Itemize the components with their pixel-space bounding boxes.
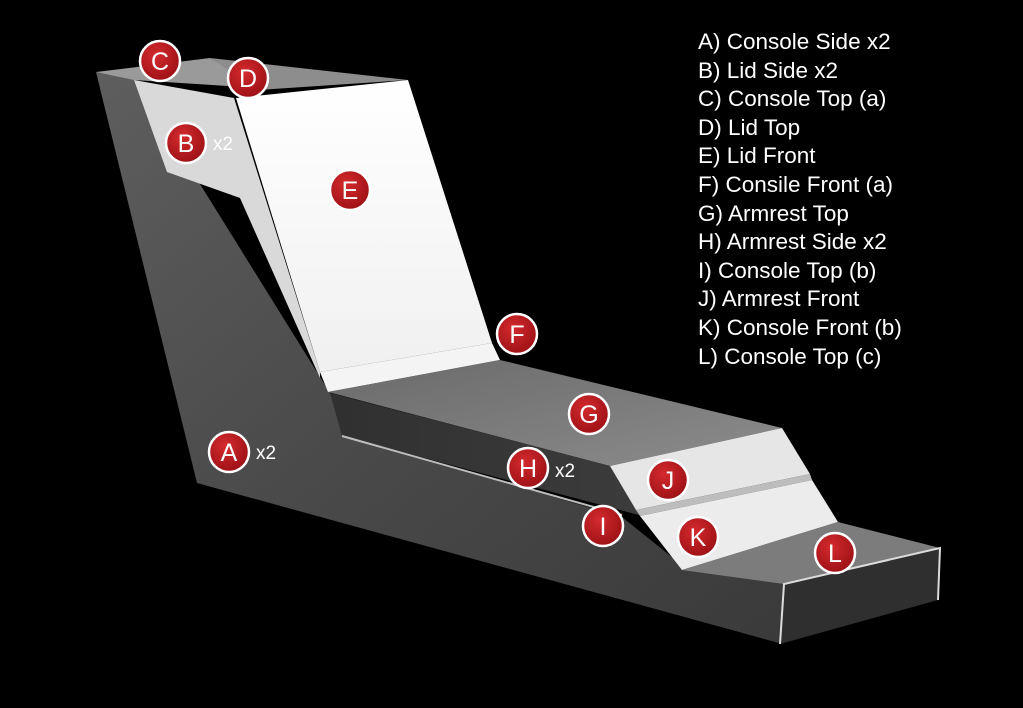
legend-item: H) Armrest Side x2 (698, 229, 887, 255)
marker-k: K (676, 515, 720, 559)
marker-g: G (567, 392, 611, 436)
legend-item: I) Console Top (b) (698, 257, 877, 283)
marker-b: B x2 (164, 121, 233, 165)
legend-item: B) Lid Side x2 (698, 57, 839, 83)
svg-text:x2: x2 (256, 443, 276, 464)
svg-text:F: F (509, 321, 524, 349)
edge-highlight (341, 435, 623, 516)
svg-text:L: L (828, 540, 842, 568)
svg-text:K: K (690, 524, 707, 552)
svg-text:x2: x2 (213, 134, 233, 155)
svg-text:I: I (600, 513, 607, 541)
svg-text:x2: x2 (555, 461, 575, 482)
panel-console-side (96, 72, 784, 643)
legend-item: E) Lid Front (698, 143, 816, 169)
svg-text:H: H (519, 455, 537, 483)
legend-item: J) Armrest Front (698, 286, 860, 312)
marker-d: D (226, 56, 270, 100)
legend-item: K) Console Front (b) (698, 314, 902, 340)
legend-item: C) Console Top (a) (698, 86, 887, 112)
panel-armrest-top (328, 360, 782, 466)
svg-text:D: D (239, 65, 257, 93)
marker-e: E (328, 168, 372, 212)
svg-text:A: A (221, 439, 238, 467)
svg-text:B: B (178, 130, 195, 158)
marker-c: C (138, 39, 182, 83)
svg-text:G: G (579, 401, 598, 429)
legend-item: A) Console Side x2 (698, 29, 891, 54)
legend-item: F) Consile Front (a) (698, 171, 894, 197)
svg-text:E: E (342, 177, 359, 205)
marker-l: L (813, 531, 857, 575)
legend-item: L) Console Top (c) (698, 343, 882, 369)
marker-a: A x2 (207, 430, 276, 474)
legend-item: D) Lid Top (698, 114, 801, 140)
panel-console-top-c (682, 522, 940, 584)
panel-console-front-a (320, 343, 500, 392)
legend-item: G) Armrest Top (698, 200, 849, 226)
panel-armrest-side (330, 393, 650, 518)
parts-legend: A) Console Side x2 B) Lid Side x2 C) Con… (698, 28, 902, 371)
svg-text:J: J (662, 467, 675, 495)
panel-console-top-b (636, 474, 812, 516)
marker-f: F (495, 312, 539, 356)
marker-j: J (646, 458, 690, 502)
svg-text:C: C (151, 48, 169, 76)
panel-end-face (780, 548, 940, 644)
marker-h: H x2 (506, 446, 575, 490)
marker-i: I (581, 504, 625, 548)
panel-lid-front (236, 80, 492, 372)
edge-highlight-end (779, 546, 942, 645)
